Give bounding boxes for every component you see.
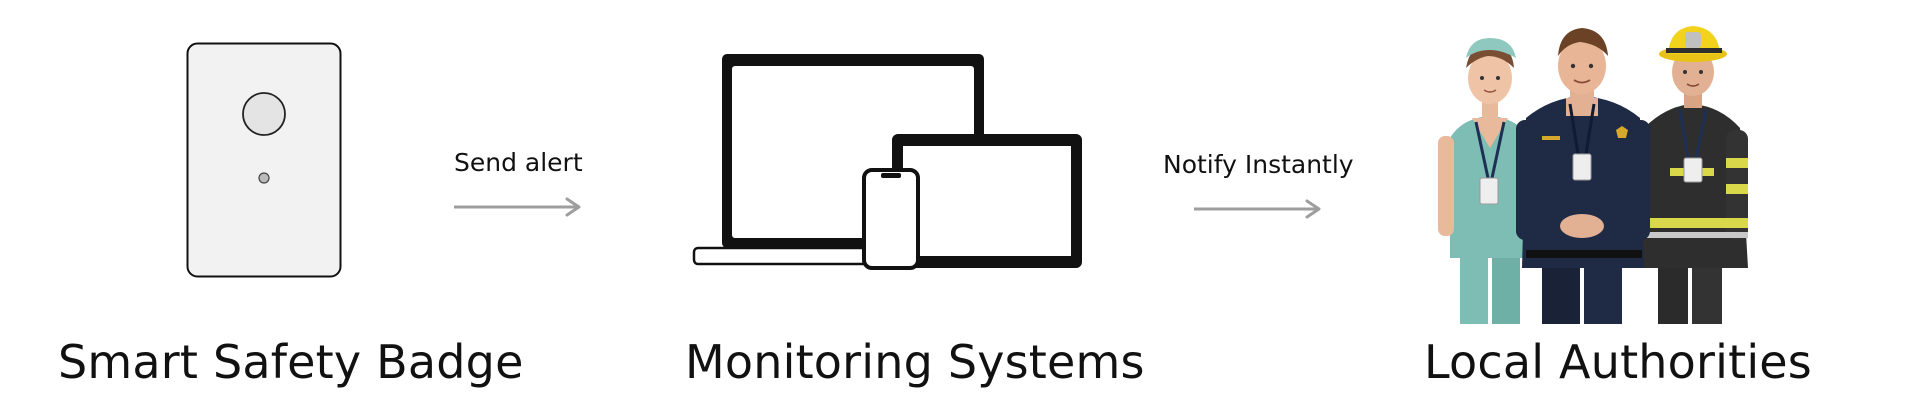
send-alert-label: Send alert <box>454 148 583 177</box>
devices-icon <box>692 54 1082 270</box>
nurse-icon <box>1438 38 1530 324</box>
notify-instantly-label: Notify Instantly <box>1163 150 1354 179</box>
stage-label-smart-safety-badge: Smart Safety Badge <box>58 335 524 389</box>
phone-icon <box>862 168 920 270</box>
firefighter-icon <box>1638 26 1748 324</box>
stage-label-local-authorities: Local Authorities <box>1424 335 1812 389</box>
arrow-right-icon <box>1194 199 1321 219</box>
safety-badge-icon <box>186 42 342 278</box>
stage-label-monitoring-systems: Monitoring Systems <box>685 335 1145 389</box>
police-officer-icon <box>1516 28 1650 324</box>
first-responders-icon <box>1438 26 1748 324</box>
arrow-right-icon <box>454 197 581 217</box>
